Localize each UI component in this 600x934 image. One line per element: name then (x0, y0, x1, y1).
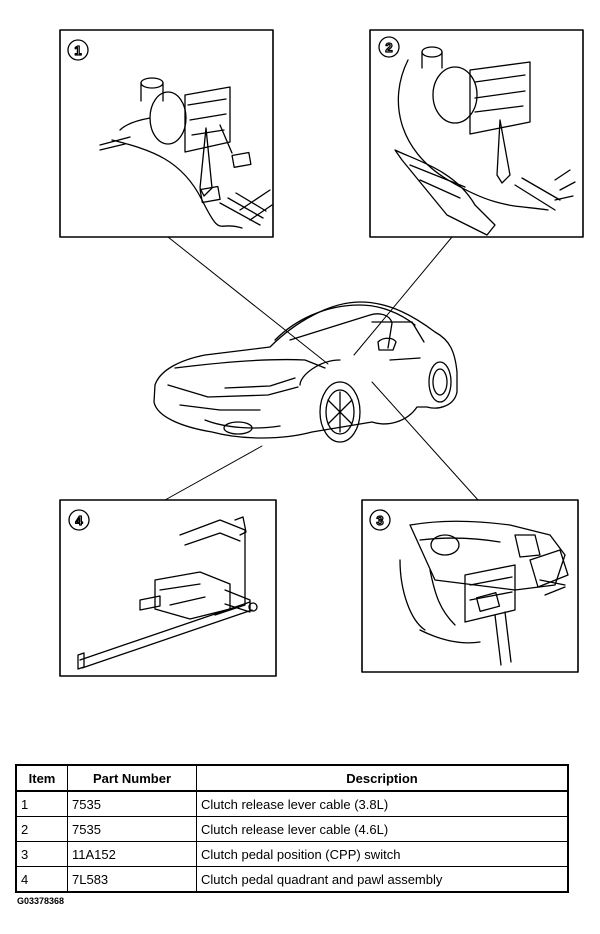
detail-box-1 (59, 29, 274, 238)
description-cell: Clutch release lever cable (4.6L) (196, 816, 569, 842)
item-cell: 2 (15, 816, 68, 842)
vehicle-illustration (153, 301, 458, 443)
item-cell: 1 (15, 790, 68, 817)
callout-1: 1 (74, 43, 81, 58)
table-row: 1 7535 Clutch release lever cable (3.8L) (15, 790, 569, 817)
description-cell: Clutch pedal position (CPP) switch (196, 841, 569, 867)
description-cell: Clutch release lever cable (3.8L) (196, 790, 569, 817)
part-number-cell: 7535 (67, 790, 197, 817)
table-row: 3 11A152 Clutch pedal position (CPP) swi… (15, 841, 569, 867)
item-cell: 4 (15, 866, 68, 893)
part-number-cell: 7L583 (67, 866, 197, 893)
callout-2: 2 (385, 40, 392, 55)
callout-3: 3 (376, 513, 383, 528)
clutch-component-diagram: 1 2 (59, 29, 584, 677)
description-cell: Clutch pedal quadrant and pawl assembly (196, 866, 569, 893)
table-row: 2 7535 Clutch release lever cable (4.6L) (15, 816, 569, 842)
callout-4: 4 (75, 513, 83, 528)
item-cell: 3 (15, 841, 68, 867)
detail-box-4 (59, 499, 277, 677)
detail-box-2 (369, 29, 584, 238)
header-part-number: Part Number (67, 764, 197, 792)
header-description: Description (196, 764, 569, 792)
table-row: 4 7L583 Clutch pedal quadrant and pawl a… (15, 866, 569, 893)
figure-code: G03378368 (17, 896, 65, 906)
detail-box-3 (361, 499, 579, 673)
table-header-row: Item Part Number Description (15, 764, 569, 792)
parts-table: Item Part Number Description 1 7535 Clut… (15, 764, 569, 893)
part-number-cell: 7535 (67, 816, 197, 842)
leader-lines (164, 236, 479, 501)
part-number-cell: 11A152 (67, 841, 197, 867)
header-item: Item (15, 764, 68, 792)
